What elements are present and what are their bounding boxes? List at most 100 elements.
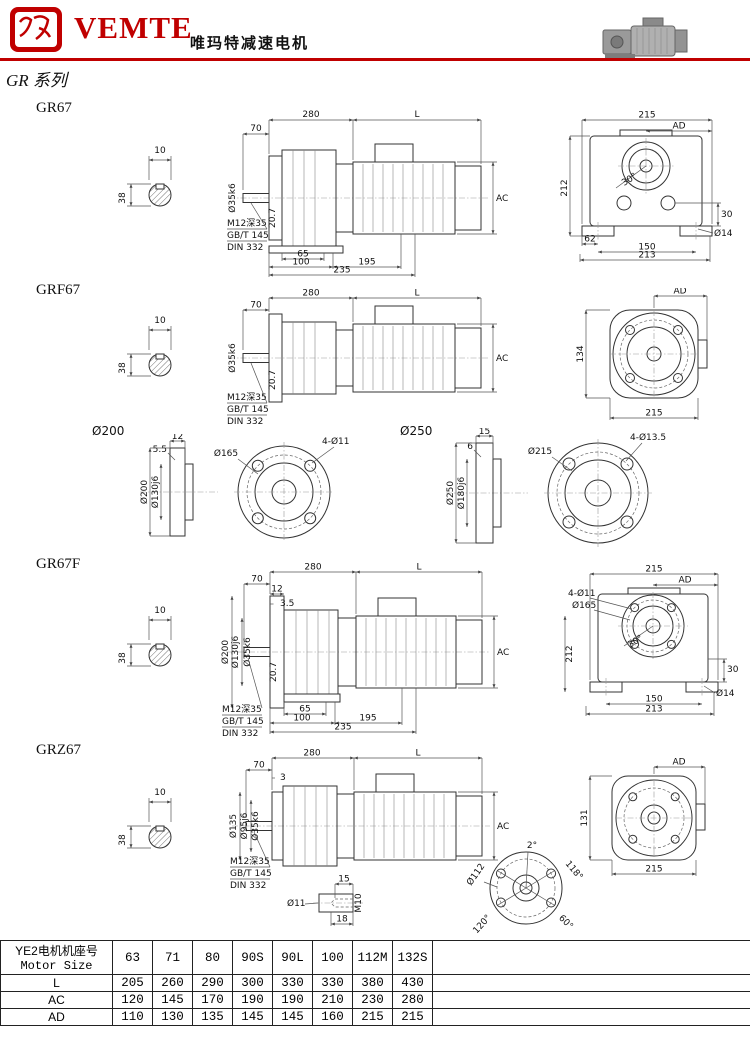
dim-AD: AD xyxy=(678,576,691,586)
flange-250-title: Ø250 xyxy=(400,424,433,438)
shaft-section-dims: 10 38 xyxy=(118,146,172,207)
dim-AD: AD xyxy=(673,288,686,297)
dim-AC: AC xyxy=(496,194,508,204)
grf67-side-view: 280 L 70 Ø35k6 20.7 AC M12深35 GB/T 145 D… xyxy=(227,289,508,424)
dim-holes: 4-Ø11 xyxy=(568,588,596,599)
dim-280: 280 xyxy=(303,749,320,759)
col-header-71: 71 xyxy=(152,940,193,975)
dim-235: 235 xyxy=(334,723,351,733)
dimensions: 12 5.5 Ø200 Ø130j6 xyxy=(139,434,186,537)
table-filler xyxy=(432,974,750,992)
table-header-row: YE2电机机座号 Motor Size 63 71 80 90S 90L 100… xyxy=(0,940,750,975)
motor-size-header-cn: YE2电机机座号 xyxy=(15,944,98,958)
dim-shaft-height: 38 xyxy=(118,652,128,664)
col-header-90L: 90L xyxy=(272,940,313,975)
dim-100: 100 xyxy=(293,714,310,724)
dim-12: 12 xyxy=(271,585,282,595)
dimensions: 280 L 70 12 3.5 Ø200 Ø130j6 Ø35k6 20.7 A… xyxy=(220,563,509,740)
grf67-shaft-section-drawing: 10 38 xyxy=(118,316,172,377)
flange-section-outline xyxy=(475,442,502,544)
grz67-flange-hole-detail: Ø112 2° 118° 120° 60° xyxy=(464,841,584,936)
cell: 210 xyxy=(312,991,353,1009)
dim-280: 280 xyxy=(302,289,319,299)
brand-name: VEMTE xyxy=(74,10,193,45)
cell: 190 xyxy=(272,991,313,1009)
cell: 170 xyxy=(192,991,233,1009)
cell: 215 xyxy=(392,1008,433,1026)
gr67-end-view: 215 AD 212 30° 30 Ø14 62 150 213 xyxy=(560,111,733,262)
grz67-side-view: 280 L 70 3 Ø135 Ø95j6 Ø35k6 AC M12深35 GB… xyxy=(228,749,509,891)
motor-outline xyxy=(335,143,482,235)
dim-195: 195 xyxy=(359,714,376,724)
dim-3p5: 3.5 xyxy=(280,599,294,609)
note-gb: GB/T 145 xyxy=(222,717,264,727)
dimensions-front: Ø165 4-Ø11 xyxy=(214,436,350,475)
dim-70: 70 xyxy=(250,124,262,134)
dimensions: 215 AD 212 30° 30 Ø14 62 150 213 xyxy=(560,111,733,262)
dim-AC: AC xyxy=(497,822,509,832)
dim-flange-od: Ø135 xyxy=(228,814,239,838)
dimensions: 15 Ø11 18 M10 xyxy=(287,875,364,926)
dim-holes: 4-Ø13.5 xyxy=(630,432,666,443)
section-title-grf67: GRF67 xyxy=(36,282,81,298)
dimensions: 15 6 Ø250 Ø180j6 xyxy=(445,428,494,544)
cell: 230 xyxy=(352,991,393,1009)
dim-118deg: 118° xyxy=(563,859,585,882)
motor-size-header: YE2电机机座号 Motor Size xyxy=(0,940,113,975)
dim-6: 6 xyxy=(467,442,473,452)
dim-131: 131 xyxy=(580,809,590,826)
dim-spigot: Ø180j6 xyxy=(456,476,467,509)
gr67f-end-view: 215 AD 4-Ø11 Ø165 212 30° 30 Ø14 150 213 xyxy=(563,565,739,716)
cell: 300 xyxy=(232,974,273,992)
dim-30: 30 xyxy=(727,665,739,675)
shaft-section-dims: 10 38 xyxy=(118,788,172,849)
dimensions: AD 131 215 xyxy=(580,758,706,876)
dim-60deg: 60° xyxy=(556,913,574,931)
note-thread: M12深35 xyxy=(227,392,267,403)
flange-250-drawing: 15 6 Ø250 Ø180j6 Ø215 4-Ø13.5 xyxy=(445,428,666,547)
cell: 260 xyxy=(152,974,193,992)
col-header-80: 80 xyxy=(192,940,233,975)
dimensions: AD 134 215 xyxy=(576,288,708,420)
dim-280: 280 xyxy=(304,563,321,573)
flange-200-title: Ø200 xyxy=(92,424,125,438)
note-din: DIN 332 xyxy=(227,417,263,424)
dim-150: 150 xyxy=(645,695,662,705)
dim-shaft-dia: Ø35k6 xyxy=(250,811,261,841)
dim-L: L xyxy=(414,289,419,299)
note-thread: M12深35 xyxy=(222,704,262,715)
table-filler xyxy=(432,940,750,975)
cell: 145 xyxy=(232,1008,273,1026)
dimensions: 215 AD 4-Ø11 Ø165 212 30° 30 Ø14 150 213 xyxy=(563,565,739,716)
dim-112: Ø112 xyxy=(464,861,487,887)
dim-flange-od: Ø200 xyxy=(220,640,231,665)
note-din: DIN 332 xyxy=(222,729,258,739)
dim-key-depth: 20.7 xyxy=(268,208,278,228)
flange-outline xyxy=(611,775,706,861)
motor-size-header-en: Motor Size xyxy=(20,959,93,973)
col-header-90S: 90S xyxy=(232,940,273,975)
dim-213: 213 xyxy=(638,251,655,261)
dim-12: 12 xyxy=(172,434,183,442)
col-header-132S: 132S xyxy=(392,940,433,975)
series-title: GR 系列 xyxy=(6,71,67,90)
dim-dia-11: Ø11 xyxy=(287,898,306,909)
cell: 290 xyxy=(192,974,233,992)
grz67-end-view: AD 131 215 xyxy=(580,758,706,876)
dim-213: 213 xyxy=(645,705,662,715)
dim-shaft-dia: Ø35k6 xyxy=(242,637,253,667)
dim-shaft-height: 38 xyxy=(118,834,128,846)
flange-section-outline xyxy=(169,447,194,537)
dim-235: 235 xyxy=(333,266,350,276)
dim-100: 100 xyxy=(292,258,309,268)
shaft-section-outline xyxy=(148,353,172,377)
motor-outline xyxy=(335,305,482,393)
gr67f-side-view: 280 L 70 12 3.5 Ø200 Ø130j6 Ø35k6 20.7 A… xyxy=(220,563,509,740)
dim-212: 212 xyxy=(560,179,570,196)
product-photo xyxy=(602,17,688,58)
cell: 135 xyxy=(192,1008,233,1026)
motor-outline xyxy=(337,597,483,689)
dimensions: Ø112 2° 118° 120° 60° xyxy=(464,841,584,936)
dim-shaft-dia: Ø35k6 xyxy=(227,183,238,213)
